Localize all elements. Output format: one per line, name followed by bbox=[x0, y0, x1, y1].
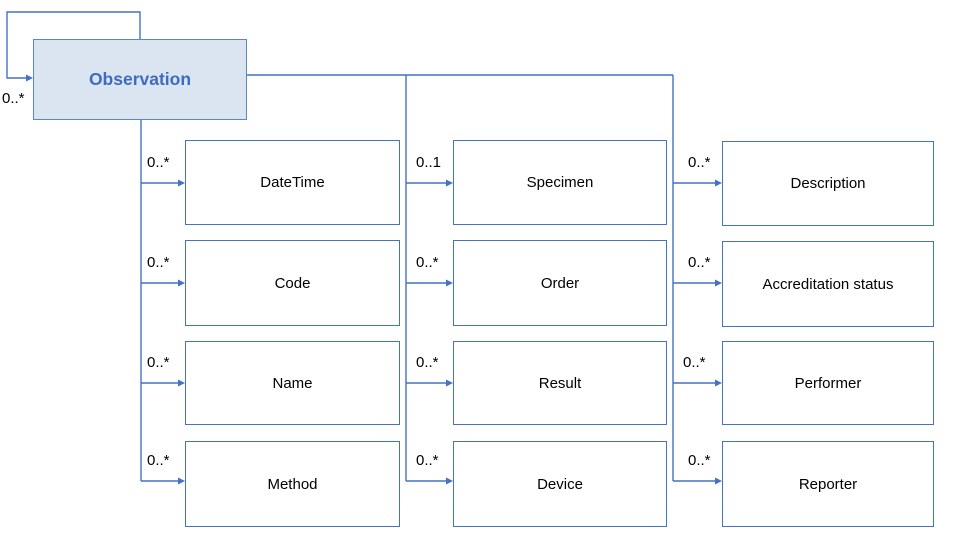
entity-specimen: Specimen bbox=[453, 140, 667, 225]
cardinality-datetime: 0..* bbox=[147, 154, 170, 171]
cardinality-method: 0..* bbox=[147, 452, 170, 469]
cardinality-code: 0..* bbox=[147, 254, 170, 271]
entity-label: Performer bbox=[794, 374, 862, 392]
entity-description: Description bbox=[722, 141, 934, 226]
entity-reporter: Reporter bbox=[722, 441, 934, 527]
entity-label: Code bbox=[274, 274, 311, 292]
entity-name: Name bbox=[185, 341, 400, 425]
self-loop-arrowhead bbox=[26, 74, 33, 82]
entity-label: Device bbox=[537, 475, 583, 493]
entity-accreditation-status: Accreditation status bbox=[722, 241, 934, 327]
cardinality-reporter: 0..* bbox=[688, 452, 711, 469]
entity-datetime: DateTime bbox=[185, 140, 400, 225]
entity-label: Reporter bbox=[798, 475, 858, 493]
entity-label: Order bbox=[540, 274, 580, 292]
entity-label: Specimen bbox=[526, 174, 594, 191]
cardinality-accreditation-status: 0..* bbox=[688, 254, 711, 271]
entity-label: Method bbox=[267, 475, 318, 493]
entity-label: Name bbox=[272, 374, 313, 392]
cardinality-name: 0..* bbox=[147, 354, 170, 371]
cardinality-device: 0..* bbox=[416, 452, 439, 469]
entity-code: Code bbox=[185, 240, 400, 326]
cardinality-description: 0..* bbox=[688, 154, 711, 171]
entity-device: Device bbox=[453, 441, 667, 527]
self-loop-connector bbox=[6, 11, 141, 79]
cardinality-order: 0..* bbox=[416, 254, 439, 271]
cardinality-performer: 0..* bbox=[683, 354, 706, 371]
entity-result: Result bbox=[453, 341, 667, 425]
entity-label: Accreditation status bbox=[762, 275, 894, 293]
cardinality-self-loop: 0..* bbox=[2, 90, 25, 107]
entity-label: DateTime bbox=[260, 174, 325, 191]
entity-observation: Observation bbox=[33, 39, 247, 120]
cardinality-specimen: 0..1 bbox=[416, 154, 442, 171]
entity-label: Result bbox=[538, 374, 582, 392]
entity-label: Description bbox=[790, 175, 866, 192]
cardinality-result: 0..* bbox=[416, 354, 439, 371]
entity-performer: Performer bbox=[722, 341, 934, 425]
entity-method: Method bbox=[185, 441, 400, 527]
entity-order: Order bbox=[453, 240, 667, 326]
